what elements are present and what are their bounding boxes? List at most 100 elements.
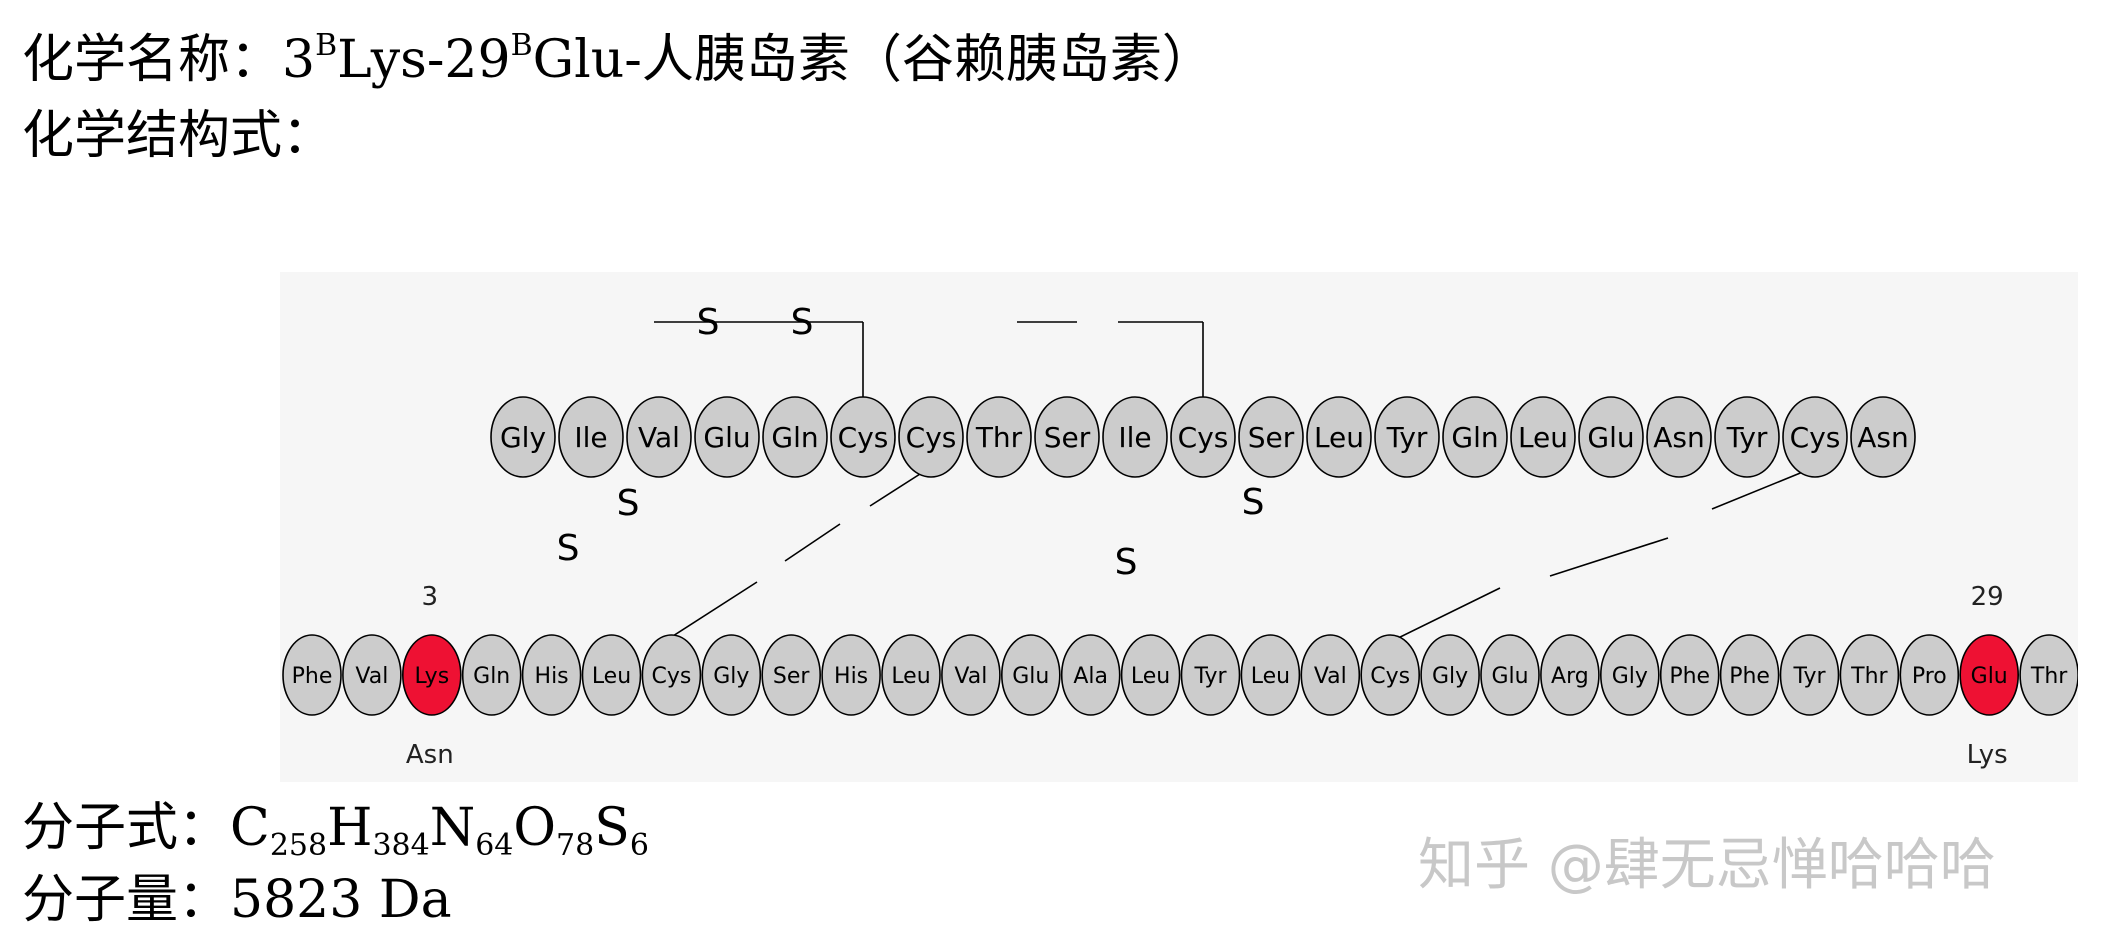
bond-line <box>1711 466 1816 510</box>
chain-a-residue-oval <box>1374 396 1440 478</box>
chain-b-residue-oval <box>1360 634 1420 716</box>
chemical-name-number-1: 3 <box>282 30 316 90</box>
chain-b-residue-label: Tyr <box>1193 664 1227 689</box>
chain-b-residue-oval <box>581 634 642 716</box>
chain-b-mutated-residue-label: Glu <box>1971 664 2008 689</box>
chain-b-residue-label: Leu <box>1131 664 1170 689</box>
chain-b-residue-oval <box>1839 634 1900 716</box>
chain-b-residue-label: Phe <box>292 664 333 689</box>
chemical-name-superscript-2: B <box>510 28 533 63</box>
formula-count-s: 6 <box>629 828 649 863</box>
bond-line <box>784 523 841 562</box>
chain-a-residue-label: Asn <box>1653 421 1705 454</box>
bond-line <box>1549 537 1669 577</box>
chain-b-residue-oval <box>1180 634 1241 716</box>
structure-label: 化学结构式： <box>22 106 335 166</box>
formula-element-c: C <box>230 798 270 858</box>
chain-b-residue-label: Tyr <box>1792 664 1826 689</box>
chain-b-mutated-residue-label: Lys <box>414 664 449 689</box>
chain-a-residue-oval <box>898 396 964 478</box>
chain-b-residue-oval <box>881 634 941 716</box>
chain-a-residue-label: Gly <box>500 421 546 454</box>
chain-b-residue-oval <box>1480 634 1540 716</box>
formula-count-n: 64 <box>475 828 514 863</box>
sulfur-atom-label: S <box>1115 542 1138 583</box>
chain-b-mutated-residue-oval <box>402 634 462 716</box>
chain-b-residue-oval <box>1060 634 1121 716</box>
chain-a-residue-oval <box>1782 396 1848 478</box>
chemical-name-label: 化学名称： <box>22 30 283 90</box>
chain-b-residue-label: Arg <box>1551 664 1589 689</box>
chain-b-residue-label: Gln <box>473 664 510 689</box>
formula-count-o: 78 <box>556 828 595 863</box>
chain-a-residue-oval <box>966 396 1032 478</box>
chain-a-residue-label: Cys <box>906 421 957 454</box>
sulfur-atom-label: S <box>617 483 640 524</box>
chain-a-residue-oval <box>490 396 556 478</box>
bond-line <box>1399 587 1501 638</box>
chain-a-residue-oval <box>1850 396 1916 478</box>
formula-count-h: 384 <box>372 828 430 863</box>
chain-b-residue-label: His <box>834 664 868 689</box>
chain-a-residue-oval <box>1034 396 1100 478</box>
chain-a-residue-label: Ile <box>1118 421 1151 454</box>
chain-b-residue-label: Ser <box>773 664 811 689</box>
chain-a-residue-label: Thr <box>975 421 1023 454</box>
chain-a-residue-label: Ser <box>1248 421 1295 454</box>
chain-b-residue-label: Glu <box>1491 664 1528 689</box>
watermark-text: 知乎 @肆无忌惮哈哈哈 <box>1418 833 1996 898</box>
chemical-name-end: Glu-人胰岛素（谷赖胰岛素） <box>532 30 1214 90</box>
chain-a-residue-label: Leu <box>1314 421 1364 454</box>
chain-a-residue-oval <box>1306 396 1372 478</box>
chain-a-residue-label: Tyr <box>1386 421 1428 454</box>
chain-b-residue-oval <box>701 634 762 716</box>
sulfur-atom-label: S <box>791 302 814 343</box>
chain-a-residue-label: Ile <box>574 421 607 454</box>
sulfur-atom-label: S <box>557 528 580 569</box>
chain-b-residue-oval <box>1540 634 1600 716</box>
chain-a-residue-label: Gln <box>1451 421 1498 454</box>
chain-a-residue-oval <box>830 396 896 478</box>
chain-a-residue-label: Glu <box>703 421 750 454</box>
chain-b-residue-oval <box>1300 634 1361 716</box>
chain-b-residue-oval <box>342 634 402 716</box>
chain-b-residue-label: Glu <box>1012 664 1049 689</box>
molecular-weight-label: 分子量： <box>22 870 231 930</box>
chain-a-residue-oval <box>1510 396 1576 478</box>
chain-b-residue-label: Gly <box>713 664 749 689</box>
chain-b-residue-label: Val <box>954 664 987 689</box>
sulfur-atom-label: S <box>697 302 720 343</box>
chain-a-residue-label: Val <box>638 421 680 454</box>
formula-count-c: 258 <box>269 828 328 863</box>
chain-b-residue-label: Leu <box>891 664 930 689</box>
marker-position-label: 3 <box>422 582 439 612</box>
chain-b-residue-oval <box>1779 634 1840 716</box>
chain-b-mutated-residue-oval <box>1959 634 2019 716</box>
chain-a-residue-label: Cys <box>1178 421 1229 454</box>
chain-a-residue-label: Tyr <box>1726 421 1768 454</box>
chain-a-residue-oval <box>1714 396 1780 478</box>
chain-b-residue-label: Thr <box>2030 664 2068 689</box>
chain-b-residue-oval <box>521 634 582 716</box>
bond-line <box>670 581 758 638</box>
marker-original-residue-label: Asn <box>406 740 454 770</box>
chain-b-residue-oval <box>1000 634 1061 716</box>
chain-b-residue-oval <box>1719 634 1780 716</box>
chain-a-residue-label: Leu <box>1518 421 1568 454</box>
chain-b-residue-oval <box>1120 634 1181 716</box>
chain-a: Gly Ile Val Glu Gln Cys Cys Thr Ser Ile Cys Ser Leu T… <box>490 396 1916 478</box>
chain-b-residue-label: Phe <box>1669 664 1710 689</box>
formula-element-o: O <box>513 798 557 858</box>
sulfur-atom-label: S <box>1242 482 1265 523</box>
chain-b-residue-label: Phe <box>1729 664 1770 689</box>
chemical-name-middle: Lys-29 <box>337 30 511 90</box>
molecular-weight-value: 5823 Da <box>230 870 452 930</box>
molecular-formula-label: 分子式： <box>22 798 231 858</box>
chain-b-residue-oval <box>1240 634 1301 716</box>
chain-a-residue-oval <box>1646 396 1712 478</box>
chain-a-residue-label: Ser <box>1044 421 1091 454</box>
chain-a-residue-label: Cys <box>1790 421 1841 454</box>
chemical-name: 化学名称：3BLys-29BGlu-人胰岛素（谷赖胰岛素） <box>22 31 1214 87</box>
